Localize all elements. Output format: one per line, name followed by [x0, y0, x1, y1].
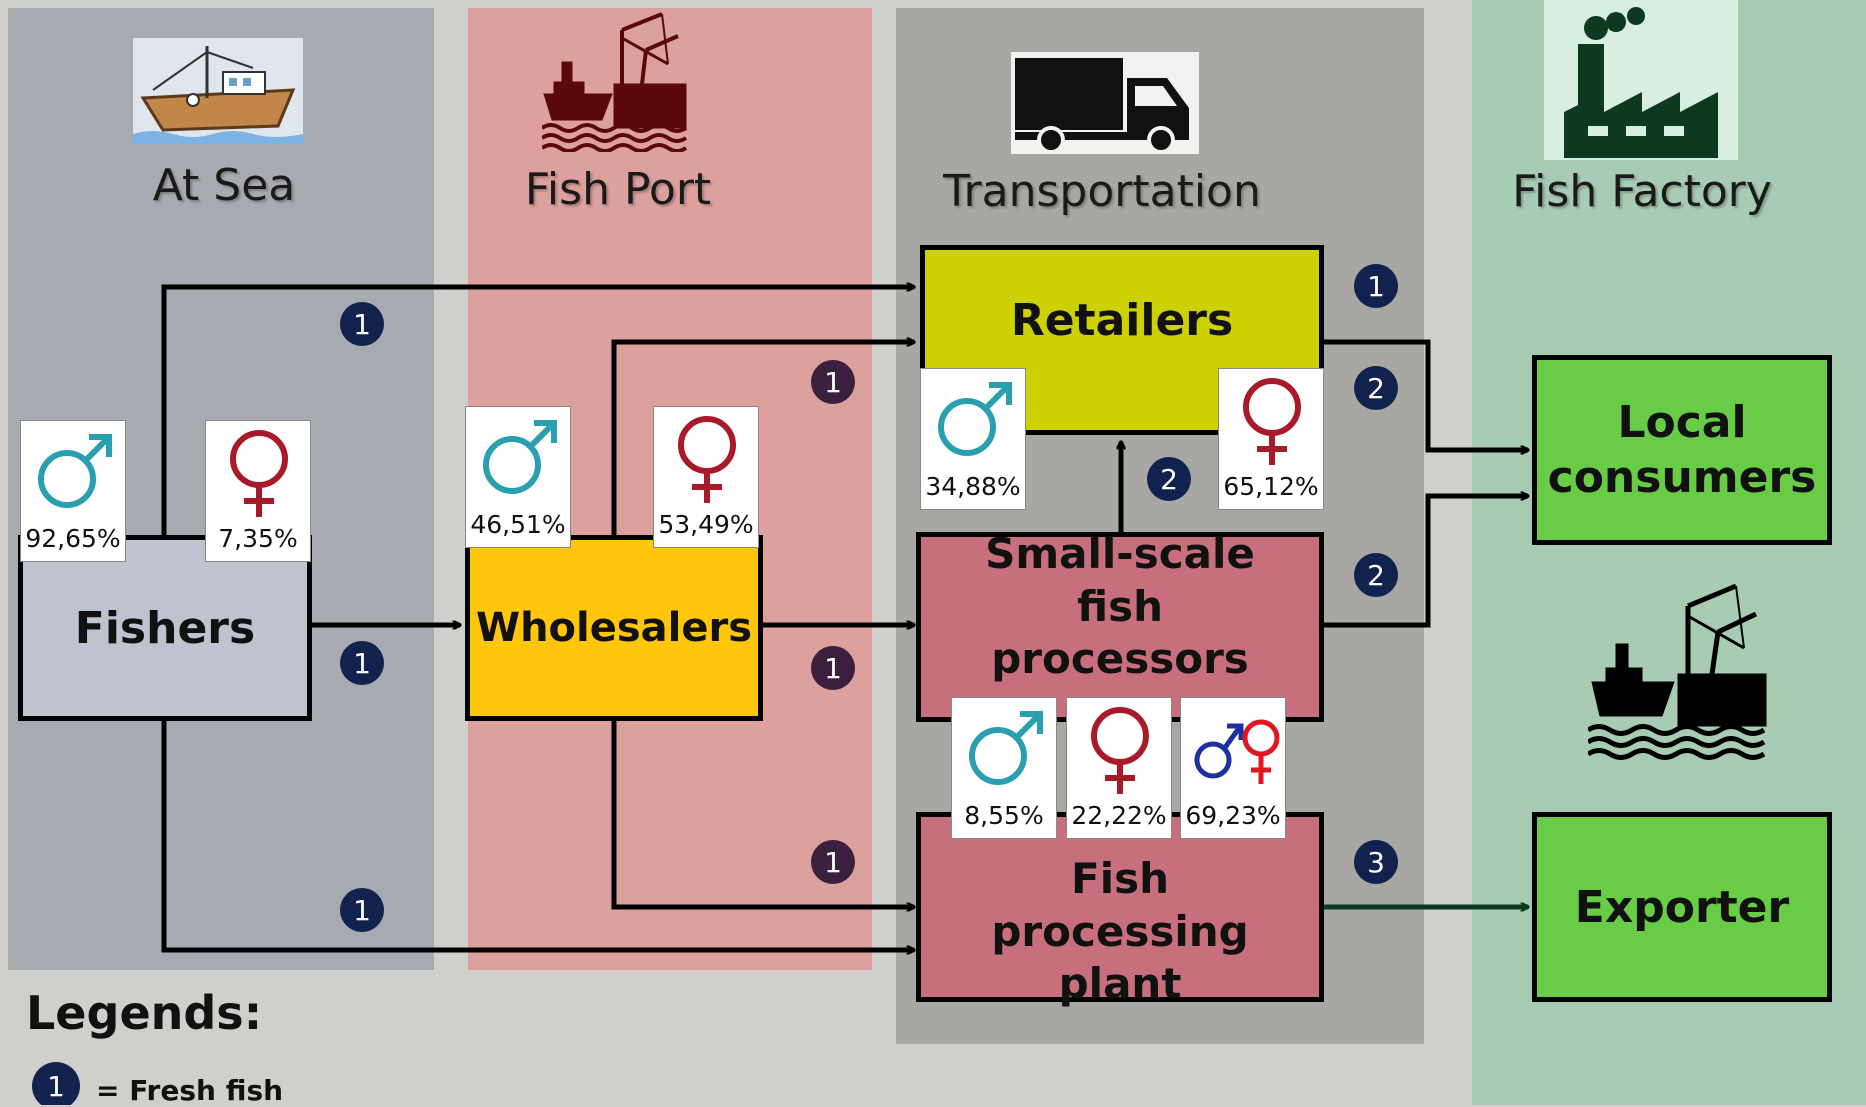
fishers-female-card: 7,35%	[205, 420, 311, 562]
fishers-female-percent: 7,35%	[218, 524, 298, 553]
processors-both-percent: 69,23%	[1185, 801, 1281, 830]
legend-fresh-fish-label: = Fresh fish	[96, 1074, 284, 1107]
female-symbol-icon	[678, 416, 736, 503]
wholesalers-node: Wholesalers	[465, 535, 763, 721]
processors-female-percent: 22,22%	[1071, 801, 1167, 830]
processors-male-card: 8,55%	[951, 697, 1057, 839]
fishers-male-card: 92,65%	[20, 420, 126, 562]
fish-factory-title: Fish Factory	[1512, 166, 1772, 217]
small-scale-processors-node: Small-scale fish processors	[916, 529, 1324, 722]
processors-both-card: 69,23%	[1180, 697, 1286, 839]
retailers-male-percent: 34,88%	[925, 472, 1021, 501]
port-crane-icon	[542, 12, 688, 152]
retailers-female-card: 65,12%	[1218, 368, 1324, 510]
male-female-symbol-icon	[1194, 719, 1280, 784]
svg-text:1: 1	[47, 1070, 65, 1103]
fish-port-title: Fish Port	[524, 164, 712, 215]
male-symbol-icon	[938, 382, 1012, 456]
wholesalers-male-card: 46,51%	[465, 406, 571, 548]
wholesalers-female-card: 53,49%	[653, 406, 759, 548]
male-symbol-icon	[38, 434, 112, 508]
processors-male-percent: 8,55%	[964, 801, 1044, 830]
transportation-title: Transportation	[943, 166, 1261, 217]
fishing-boat-icon	[133, 38, 303, 144]
wholesalers-female-percent: 53,49%	[658, 510, 754, 539]
factory-icon	[1544, 0, 1738, 160]
fishers-node: Fishers	[18, 535, 312, 721]
fishers-male-percent: 92,65%	[25, 524, 121, 553]
female-symbol-icon	[1243, 378, 1301, 465]
legend-badge-icon: 1	[32, 1062, 80, 1105]
local-consumers-node: Local consumers	[1532, 355, 1832, 545]
female-symbol-icon	[1091, 707, 1149, 794]
fish-processing-plant-node: Fish processing plant	[916, 812, 1324, 1008]
wholesalers-male-percent: 46,51%	[470, 510, 566, 539]
ship-port-icon	[1588, 583, 1767, 760]
male-symbol-icon	[969, 711, 1043, 785]
female-symbol-icon	[230, 430, 288, 517]
male-symbol-icon	[483, 420, 557, 494]
truck-icon	[1011, 52, 1199, 154]
at-sea-title: At Sea	[152, 160, 296, 211]
retailers-male-card: 34,88%	[920, 368, 1026, 510]
processors-female-card: 22,22%	[1066, 697, 1172, 839]
retailers-female-percent: 65,12%	[1223, 472, 1319, 501]
legend-title: Legends:	[26, 986, 263, 1040]
exporter-node: Exporter	[1532, 812, 1832, 1002]
